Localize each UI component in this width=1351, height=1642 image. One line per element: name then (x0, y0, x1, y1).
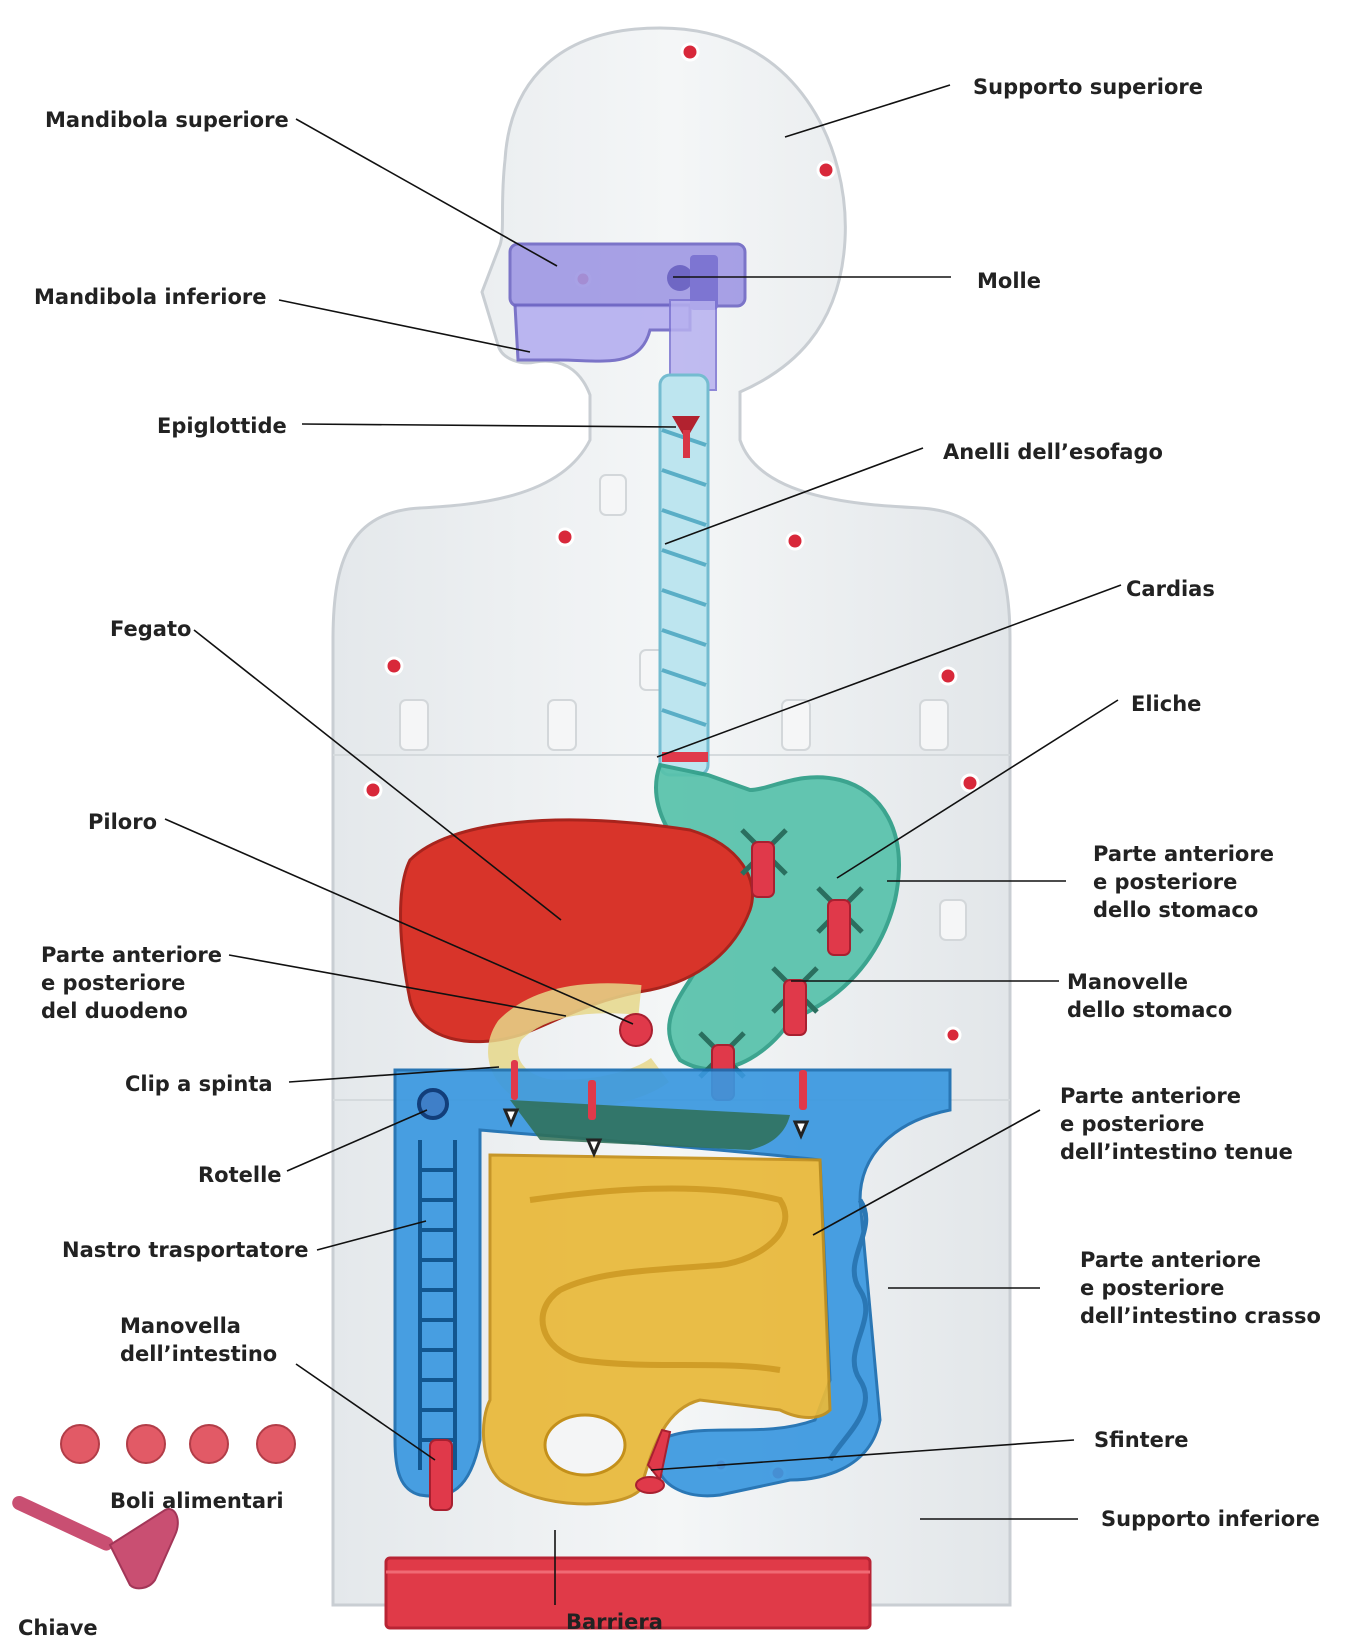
label-piloro: Piloro (88, 808, 157, 836)
intestine-crank (430, 1440, 452, 1510)
cardias-part (662, 752, 708, 762)
label-barriera: Barriera (566, 1608, 663, 1636)
label-anelli-esofago: Anelli dell’esofago (943, 438, 1163, 466)
label-intestino-tenue-line-3: dell’intestino tenue (1060, 1138, 1293, 1166)
wheel-part (419, 1090, 447, 1118)
label-fegato: Fegato (110, 615, 191, 643)
label-manovella-intestino: Manovella dell’intestino (120, 1312, 277, 1368)
label-epiglottide: Epiglottide (157, 412, 287, 440)
label-intestino-crasso-line-3: dell’intestino crasso (1080, 1302, 1321, 1330)
label-supporto-inferiore: Supporto inferiore (1101, 1505, 1320, 1533)
label-eliche: Eliche (1131, 690, 1201, 718)
label-duodeno-line-3: del duodeno (41, 997, 222, 1025)
pylorus-part (620, 1014, 652, 1046)
label-stomaco-line-1: Parte anteriore (1093, 840, 1274, 868)
label-intestino-tenue-line-2: e posteriore (1060, 1110, 1293, 1138)
label-manovelle-stomaco-line-2: dello stomaco (1067, 996, 1232, 1024)
label-manovella-intestino-line-1: Manovella (120, 1312, 277, 1340)
label-cardias: Cardias (1126, 575, 1215, 603)
label-clip-spinta: Clip a spinta (125, 1070, 273, 1098)
label-intestino-tenue-line-1: Parte anteriore (1060, 1082, 1293, 1110)
food-boluses (61, 1425, 295, 1463)
label-chiave: Chiave (18, 1614, 98, 1642)
label-sfintere: Sfintere (1094, 1426, 1189, 1454)
label-intestino-crasso-line-2: e posteriore (1080, 1274, 1321, 1302)
label-intestino-tenue: Parte anteriore e posteriore dell’intest… (1060, 1082, 1293, 1166)
label-manovella-intestino-line-2: dell’intestino (120, 1340, 277, 1368)
label-boli: Boli alimentari (110, 1487, 284, 1515)
label-nastro: Nastro trasportatore (62, 1236, 309, 1264)
label-duodeno: Parte anteriore e posteriore del duodeno (41, 941, 222, 1025)
label-intestino-crasso: Parte anteriore e posteriore dell’intest… (1080, 1246, 1321, 1330)
label-rotelle: Rotelle (198, 1161, 282, 1189)
label-duodeno-line-1: Parte anteriore (41, 941, 222, 969)
label-manovelle-stomaco: Manovelle dello stomaco (1067, 968, 1232, 1024)
label-supporto-superiore: Supporto superiore (973, 73, 1203, 101)
label-intestino-crasso-line-1: Parte anteriore (1080, 1246, 1321, 1274)
label-mandibola-superiore: Mandibola superiore (45, 106, 289, 134)
label-manovelle-stomaco-line-1: Manovelle (1067, 968, 1232, 996)
label-stomaco: Parte anteriore e posteriore dello stoma… (1093, 840, 1274, 924)
label-molle: Molle (977, 267, 1041, 295)
label-mandibola-inferiore: Mandibola inferiore (34, 283, 267, 311)
label-stomaco-line-2: e posteriore (1093, 868, 1274, 896)
label-stomaco-line-3: dello stomaco (1093, 896, 1274, 924)
label-duodeno-line-2: e posteriore (41, 969, 222, 997)
